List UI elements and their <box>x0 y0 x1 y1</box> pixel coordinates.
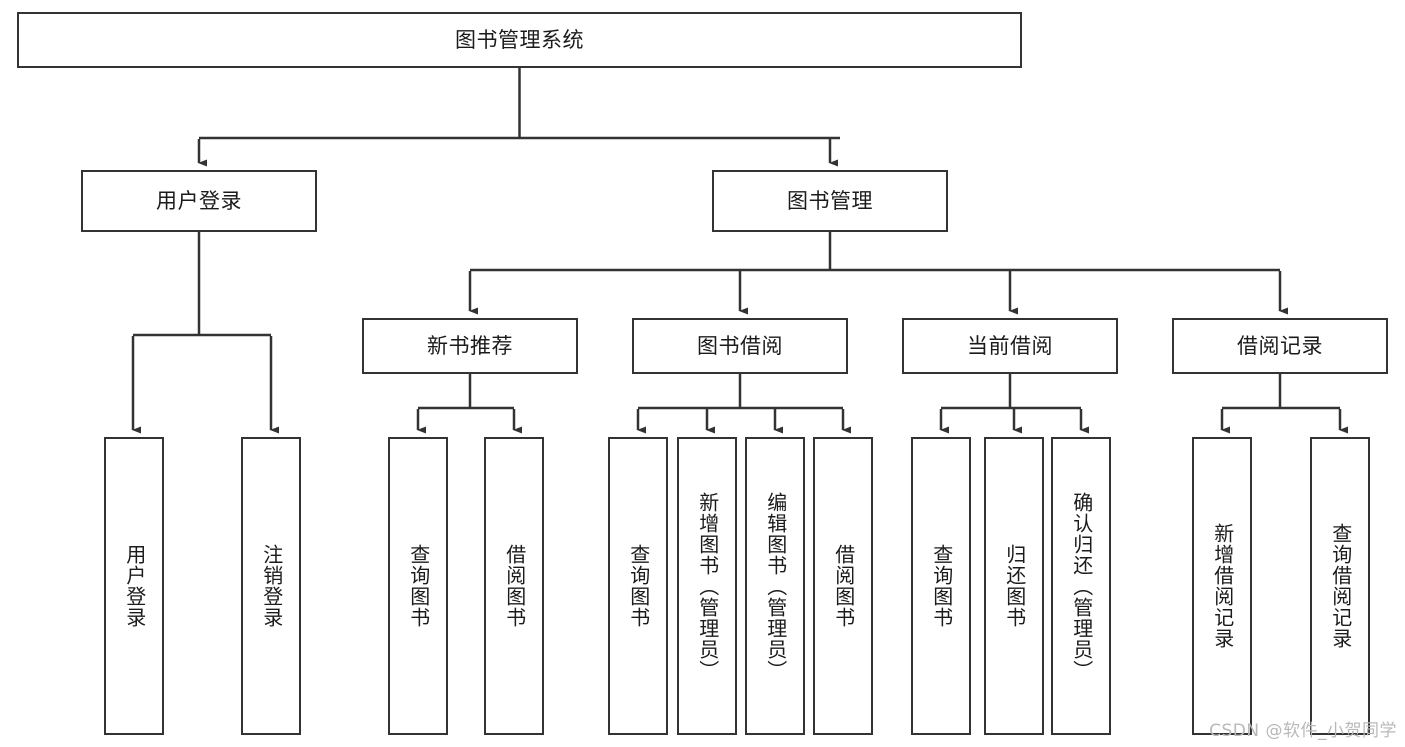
node-leaf-confirm-return-admin[interactable]: 确认归还（管理员） <box>1051 437 1111 735</box>
node-root[interactable]: 图书管理系统 <box>17 12 1022 68</box>
node-leaf-return-book-label: 归还图书 <box>1002 544 1027 628</box>
node-level2-new-book-recommend-label: 新书推荐 <box>427 333 513 358</box>
node-leaf-add-borrow-record-label: 新增借阅记录 <box>1210 523 1235 649</box>
node-level2-current-borrow[interactable]: 当前借阅 <box>902 318 1118 374</box>
node-level2-borrow-record[interactable]: 借阅记录 <box>1172 318 1388 374</box>
node-leaf-edit-book-admin-label: 编辑图书（管理员） <box>763 491 788 681</box>
node-leaf-return-book-wrap: 归还图书 <box>986 439 1042 733</box>
node-leaf-add-book-admin-label: 新增图书（管理员） <box>695 491 720 681</box>
node-leaf-query-book-recommend-wrap: 查询图书 <box>390 439 446 733</box>
node-leaf-query-book-recommend-label: 查询图书 <box>406 544 431 628</box>
node-leaf-add-borrow-record-wrap: 新增借阅记录 <box>1194 439 1250 733</box>
node-leaf-logout-wrap: 注销登录 <box>243 439 299 733</box>
node-leaf-logout[interactable]: 注销登录 <box>241 437 301 735</box>
node-level1-user-login-label: 用户登录 <box>156 188 242 213</box>
node-leaf-confirm-return-admin-wrap: 确认归还（管理员） <box>1053 439 1109 733</box>
node-leaf-return-book[interactable]: 归还图书 <box>984 437 1044 735</box>
node-leaf-borrow-book-label: 借阅图书 <box>831 544 856 628</box>
node-leaf-query-book-borrow-label: 查询图书 <box>626 544 651 628</box>
node-leaf-user-login[interactable]: 用户登录 <box>104 437 164 735</box>
node-level1-book-manage-label: 图书管理 <box>787 188 873 213</box>
node-leaf-borrow-book-recommend[interactable]: 借阅图书 <box>484 437 544 735</box>
node-leaf-add-book-admin-wrap: 新增图书（管理员） <box>679 439 735 733</box>
node-leaf-confirm-return-admin-label: 确认归还（管理员） <box>1069 491 1094 681</box>
connector-new-book-to-leaves <box>416 374 522 434</box>
connector-book-manage-to-level2 <box>468 232 1288 315</box>
node-leaf-query-book-current[interactable]: 查询图书 <box>911 437 971 735</box>
node-leaf-borrow-book[interactable]: 借阅图书 <box>813 437 873 735</box>
connector-user-login-to-leaves <box>131 232 279 434</box>
node-leaf-logout-label: 注销登录 <box>259 544 284 628</box>
node-leaf-user-login-label: 用户登录 <box>122 544 147 628</box>
node-leaf-query-borrow-record[interactable]: 查询借阅记录 <box>1310 437 1370 735</box>
node-level2-book-borrow-label: 图书借阅 <box>697 333 783 358</box>
node-level2-book-borrow[interactable]: 图书借阅 <box>632 318 848 374</box>
node-leaf-borrow-book-wrap: 借阅图书 <box>815 439 871 733</box>
node-leaf-add-borrow-record[interactable]: 新增借阅记录 <box>1192 437 1252 735</box>
node-level1-user-login[interactable]: 用户登录 <box>81 170 317 232</box>
node-leaf-query-book-recommend[interactable]: 查询图书 <box>388 437 448 735</box>
node-leaf-edit-book-admin-wrap: 编辑图书（管理员） <box>747 439 803 733</box>
csdn-watermark: CSDN @软件_小贺同学 <box>1209 721 1397 741</box>
node-leaf-edit-book-admin[interactable]: 编辑图书（管理员） <box>745 437 805 735</box>
node-leaf-query-borrow-record-label: 查询借阅记录 <box>1328 523 1353 649</box>
node-leaf-query-book-current-wrap: 查询图书 <box>913 439 969 733</box>
node-level2-borrow-record-label: 借阅记录 <box>1237 333 1323 358</box>
node-level1-book-manage[interactable]: 图书管理 <box>712 170 948 232</box>
node-leaf-borrow-book-recommend-wrap: 借阅图书 <box>486 439 542 733</box>
node-leaf-query-book-current-label: 查询图书 <box>929 544 954 628</box>
node-leaf-borrow-book-recommend-label: 借阅图书 <box>502 544 527 628</box>
node-root-label: 图书管理系统 <box>455 27 584 52</box>
node-level2-current-borrow-label: 当前借阅 <box>967 333 1053 358</box>
node-level2-new-book-recommend[interactable]: 新书推荐 <box>362 318 578 374</box>
connector-current-borrow-to-leaves <box>939 374 1089 434</box>
node-leaf-user-login-wrap: 用户登录 <box>106 439 162 733</box>
connector-book-borrow-to-leaves <box>636 374 851 434</box>
node-leaf-add-book-admin[interactable]: 新增图书（管理员） <box>677 437 737 735</box>
connector-borrow-record-to-leaves <box>1220 374 1348 434</box>
node-leaf-query-book-borrow[interactable]: 查询图书 <box>608 437 668 735</box>
node-leaf-query-borrow-record-wrap: 查询借阅记录 <box>1312 439 1368 733</box>
connector-root-to-level1 <box>197 68 840 167</box>
node-leaf-query-book-borrow-wrap: 查询图书 <box>610 439 666 733</box>
